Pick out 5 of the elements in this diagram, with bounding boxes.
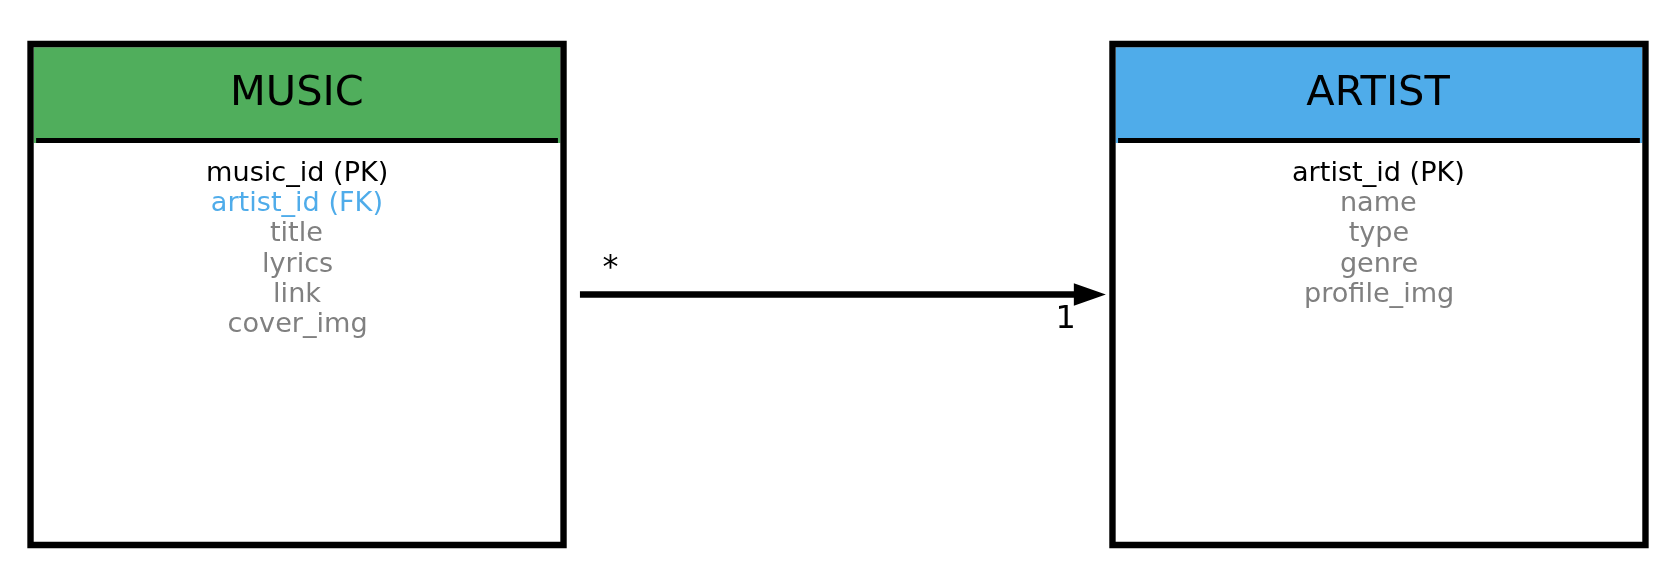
label: 1 bbox=[1055, 297, 1076, 336]
node-box: ARTIST artist_id (PK) name type genre profile_img bbox=[1109, 40, 1649, 548]
node-box: MUSIC music_id (PK) artist_id (FK) title lyrics link cover_img bbox=[27, 40, 567, 548]
label: * bbox=[602, 246, 619, 285]
arrow bbox=[579, 282, 1106, 306]
